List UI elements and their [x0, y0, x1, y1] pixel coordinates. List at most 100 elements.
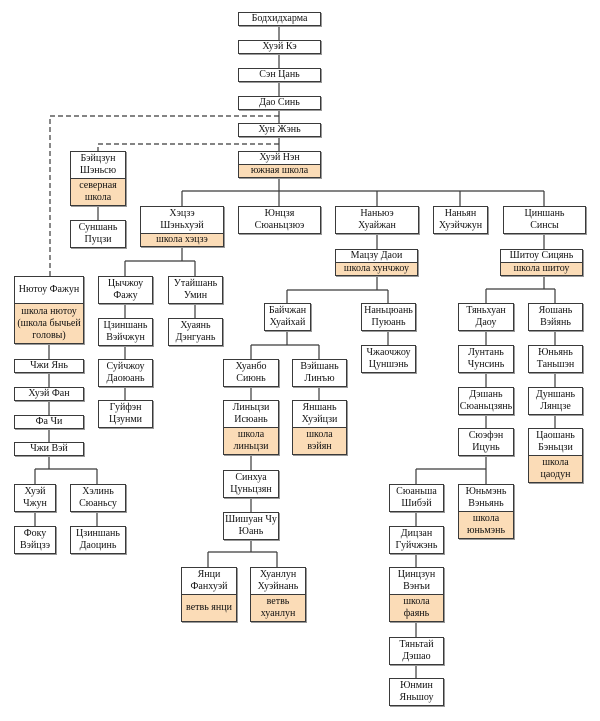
school-label: школа хунчжоу	[336, 262, 417, 275]
node-huifang: Хуэй Фан	[14, 387, 84, 401]
node-name: Сюэфэн Ицунь	[468, 430, 504, 453]
node-name: Хуаянь Дэнгуань	[175, 320, 216, 343]
school-label: школа нютоу (школа бычьей головы)	[15, 303, 83, 343]
node-xuanjian: Дэшань Сюаньцзянь	[458, 387, 514, 415]
node-chuyuan: Шишуан Чу Юань	[223, 512, 279, 540]
node-weize: Фоку Вэйцзэ	[14, 526, 56, 554]
node-xuanjue: Юнцзя Сюаньцзюэ	[238, 206, 321, 234]
node-xingsi: Циншань Синсы	[503, 206, 586, 234]
node-name: Фа Чи	[35, 416, 63, 427]
node-name: Суйчжоу Даоюань	[106, 361, 145, 384]
node-name: Шишуан Чу Юань	[225, 514, 277, 537]
node-name: Цычжоу Фажу	[107, 278, 144, 301]
node-name: Цинцзун Вэнъи	[397, 569, 436, 592]
node-name: Хуэй Нэн	[259, 152, 300, 163]
school-label: школа цаодун	[529, 455, 582, 482]
node-name: Дуншань Лянцзе	[535, 389, 576, 412]
node-name: Гуйфэн Цзунми	[109, 402, 142, 425]
node-name: Юньянь Таньшэн	[536, 347, 575, 370]
node-name: Нютоу Фажун	[18, 284, 80, 295]
node-name: Хуанбо Сиюнь	[235, 361, 267, 384]
node-daoqin: Цзиншань Даоцинь	[70, 526, 126, 554]
node-zongmi: Гуйфэн Цзунми	[98, 400, 153, 428]
node-puyuan: Наньцюань Пуюань	[361, 303, 416, 331]
node-name: Хун Жэнь	[258, 124, 301, 135]
node-name: Линьцзи Исюань	[232, 402, 270, 425]
node-name: Дао Синь	[259, 97, 300, 108]
node-sengcan: Сэн Цань	[238, 68, 321, 82]
node-name: Чжи Вэй	[30, 443, 68, 454]
node-name: Юнцзя Сюаньцзюэ	[254, 208, 305, 231]
node-dengguan: Хуаянь Дэнгуань	[168, 318, 223, 346]
node-name: Шитоу Сицянь	[509, 250, 574, 261]
node-name: Юнмин Яньшоу	[399, 680, 434, 703]
school-label: школа линьцзи	[224, 427, 278, 454]
node-xiyun: Хуанбо Сиюнь	[223, 359, 279, 387]
node-name: Хуэй Чжун	[23, 486, 47, 509]
node-faru: Цычжоу Фажу	[98, 276, 153, 304]
node-name: Дицзан Гуйчжэнь	[395, 528, 438, 551]
node-chongxin: Лунтань Чунсинь	[458, 345, 514, 373]
school-label: южная школа	[239, 164, 320, 177]
school-label: северная школа	[71, 178, 125, 205]
node-name: Наньян Хуэйчжун	[438, 208, 483, 231]
node-huike: Хуэй Кэ	[238, 40, 321, 54]
node-name: Хэлинь Сюаньсу	[79, 486, 117, 509]
node-farong: Нютоу Фажун школа нютоу (школа бычьей гол…	[14, 276, 84, 344]
node-name: Хуэй Кэ	[262, 41, 297, 52]
node-name: Сэн Цань	[259, 69, 300, 80]
node-weiyan: Яошань Вэйянь	[528, 303, 583, 331]
node-huizhong: Наньян Хуэйчжун	[433, 206, 488, 234]
node-daoxin: Дао Синь	[238, 96, 321, 110]
node-huizhong2: Хуэй Чжун	[14, 484, 56, 512]
node-name: Суншань Пуцзи	[78, 222, 118, 245]
node-name: Тяньхуан Даоу	[466, 305, 506, 328]
node-name: Чжи Янь	[30, 360, 68, 371]
node-name: Янци Фанхуэй	[190, 569, 228, 592]
node-puji: Суншань Пуцзи	[70, 220, 126, 248]
school-label: ветвь хуанлун	[251, 594, 305, 621]
node-yanshou: Юнмин Яньшоу	[389, 678, 444, 706]
node-name: Мацзу Даои	[350, 250, 403, 261]
node-name: Вэйшань Линъю	[300, 361, 339, 384]
node-name: Дэшань Сюаньцзянь	[459, 389, 513, 412]
node-name: Фоку Вэйцзэ	[19, 528, 51, 551]
node-name: Бодхидхарма	[251, 13, 308, 24]
school-label: школа хэцзэ	[141, 233, 223, 246]
node-bodhidharma: Бодхидхарма	[238, 12, 321, 26]
node-name: Тяньтай Дэшао	[399, 639, 434, 662]
node-xuansu: Хэлинь Сюаньсу	[70, 484, 126, 512]
node-name: Наньцюань Пуюань	[364, 305, 413, 328]
node-name: Утайшань Умин	[173, 278, 218, 301]
node-zhiwei: Чжи Вэй	[14, 442, 84, 456]
node-name: Цаошань Бэньцзи	[536, 430, 575, 453]
node-name: Чжаочжоу Цуншэнь	[366, 347, 411, 370]
school-label: ветвь янци	[182, 594, 236, 621]
node-name: Лунтань Чунсинь	[467, 347, 505, 370]
node-name: Юньмэнь Вэньянь	[465, 486, 507, 509]
node-baizhang: Байчжан Хуайхай	[264, 303, 311, 331]
node-wuming: Утайшань Умин	[168, 276, 223, 304]
node-deshao: Тяньтай Дэшао	[389, 637, 444, 665]
node-zhiyan: Чжи Янь	[14, 359, 84, 373]
node-daowu: Тяньхуан Даоу	[458, 303, 514, 331]
school-label: школа шитоу	[501, 262, 582, 275]
node-name: Сюаньша Шибэй	[396, 486, 437, 509]
node-cunjiang: Синхуа Цуньцзян	[223, 470, 279, 498]
school-label: школа юньмэнь	[459, 511, 513, 538]
node-name: Байчжан Хуайхай	[268, 305, 307, 328]
node-name: Синхуа Цуньцзян	[230, 472, 272, 495]
node-hongren: Хун Жэнь	[238, 123, 321, 137]
